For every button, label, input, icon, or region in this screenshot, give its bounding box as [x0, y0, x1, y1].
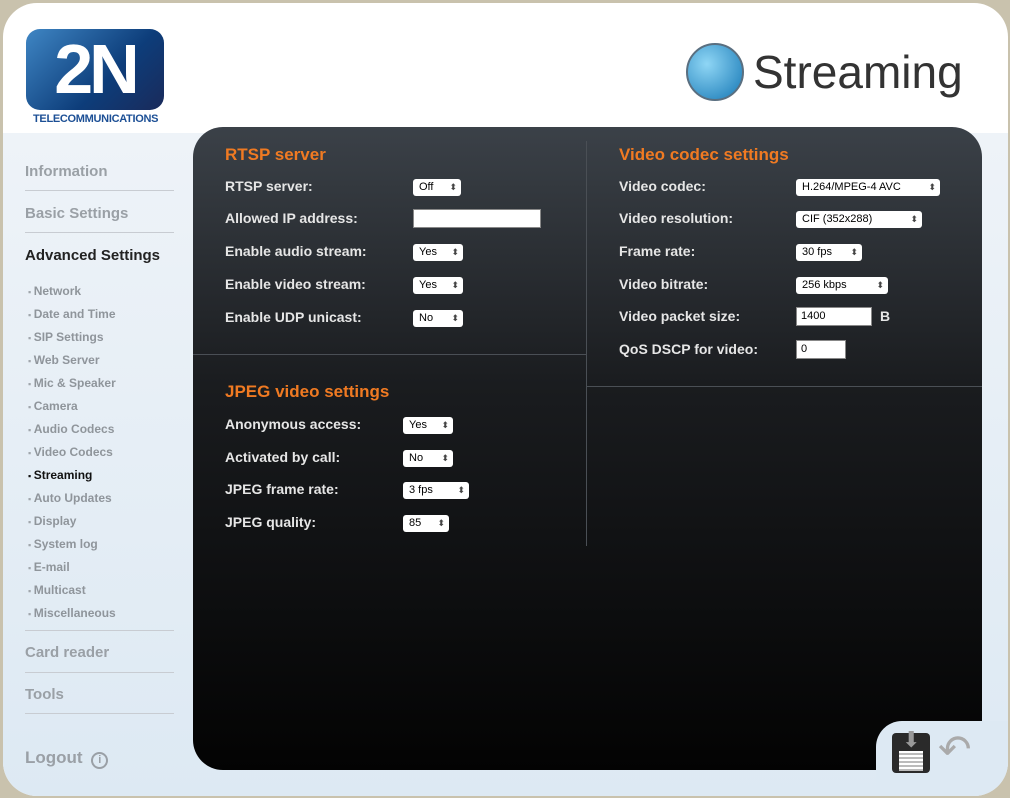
field-label: Enable UDP unicast: — [225, 309, 362, 325]
packet-size-input[interactable]: 1400 — [796, 307, 872, 326]
logout-label: Logout — [25, 748, 83, 767]
select-4[interactable]: No — [413, 310, 463, 327]
app-window: 2N TELECOMMUNICATIONS Streaming Informat… — [3, 3, 1008, 796]
sidebar-item-information[interactable]: Information — [25, 163, 108, 180]
field-label: Enable audio stream: — [225, 243, 367, 259]
sidebar-subitem-web-server[interactable]: Web Server — [28, 353, 100, 367]
sidebar-subitem-system-log[interactable]: System log — [28, 537, 98, 551]
sidebar-subitem-sip-settings[interactable]: SIP Settings — [28, 330, 104, 344]
field-label: JPEG frame rate: — [225, 481, 339, 497]
sidebar-subitem-network[interactable]: Network — [28, 284, 81, 298]
field-label: Activated by call: — [225, 449, 341, 465]
field-label: Enable video stream: — [225, 276, 366, 292]
jpeg-select-1[interactable]: No — [403, 450, 453, 467]
codec-select-0[interactable]: H.264/MPEG-4 AVC — [796, 179, 940, 196]
field-label: QoS DSCP for video: — [619, 341, 758, 357]
column-divider — [586, 141, 587, 546]
jpeg-select-0[interactable]: Yes — [403, 417, 453, 434]
select-0[interactable]: Off — [413, 179, 461, 196]
sidebar-subitem-date-and-time[interactable]: Date and Time — [28, 307, 116, 321]
divider — [25, 232, 174, 233]
divider — [25, 713, 174, 714]
select-2[interactable]: Yes — [413, 244, 463, 261]
qos-dscp-input[interactable]: 0 — [796, 340, 846, 359]
field-label: Video packet size: — [619, 308, 741, 324]
save-button[interactable]: ⬇ — [892, 727, 930, 773]
field-label: Video resolution: — [619, 210, 734, 226]
field-label: JPEG quality: — [225, 514, 317, 530]
jpeg-select-2[interactable]: 3 fps — [403, 482, 469, 499]
logo-subtitle: TELECOMMUNICATIONS — [33, 113, 159, 125]
sidebar-subitem-multicast[interactable]: Multicast — [28, 583, 86, 597]
logout-button[interactable]: Logout i — [25, 748, 109, 769]
unit-label: B — [880, 308, 891, 324]
sidebar-subitem-e-mail[interactable]: E-mail — [28, 560, 70, 574]
codec-select-1[interactable]: CIF (352x288) — [796, 211, 922, 228]
field-label: Video codec: — [619, 178, 706, 194]
codec-select-3[interactable]: 256 kbps — [796, 277, 888, 294]
sidebar-subitem-streaming[interactable]: Streaming — [28, 468, 93, 482]
sidebar-item-basic-settings[interactable]: Basic Settings — [25, 205, 129, 222]
back-arrow-icon[interactable]: ↶ — [938, 728, 972, 772]
field-label: Allowed IP address: — [225, 210, 358, 226]
power-icon: i — [91, 752, 109, 769]
section-title-rtsp: RTSP server — [225, 145, 326, 164]
section-divider — [586, 386, 982, 387]
allowed-ip-input[interactable] — [413, 209, 541, 228]
sidebar-subitem-miscellaneous[interactable]: Miscellaneous — [28, 606, 116, 620]
field-label: RTSP server: — [225, 178, 313, 194]
sidebar-subitem-video-codecs[interactable]: Video Codecs — [28, 445, 113, 459]
jpeg-select-3[interactable]: 85 — [403, 515, 449, 532]
action-bar: ⬇ ↶ — [876, 721, 1008, 796]
sidebar-subitem-display[interactable]: Display — [28, 514, 77, 528]
field-label: Video bitrate: — [619, 276, 709, 292]
sidebar-subitem-mic-speaker[interactable]: Mic & Speaker — [28, 376, 116, 390]
sidebar-item-advanced-settings[interactable]: Advanced Settings — [25, 247, 161, 264]
sidebar-item-tools[interactable]: Tools — [25, 686, 64, 703]
logo: 2N — [26, 29, 164, 110]
divider — [25, 630, 174, 631]
divider — [25, 190, 174, 191]
divider — [25, 672, 174, 673]
codec-select-2[interactable]: 30 fps — [796, 244, 862, 261]
sidebar-subitem-audio-codecs[interactable]: Audio Codecs — [28, 422, 115, 436]
section-divider — [193, 354, 586, 355]
streaming-globe-icon — [686, 43, 744, 101]
field-label: Anonymous access: — [225, 416, 362, 432]
field-label: Frame rate: — [619, 243, 696, 259]
section-title-jpeg: JPEG video settings — [225, 382, 390, 401]
sidebar-subitem-auto-updates[interactable]: Auto Updates — [28, 491, 112, 505]
section-title-video-codec: Video codec settings — [619, 145, 789, 164]
select-3[interactable]: Yes — [413, 277, 463, 294]
page-title: Streaming — [753, 46, 963, 98]
sidebar-item-card-reader[interactable]: Card reader — [25, 644, 110, 661]
sidebar-subitem-camera[interactable]: Camera — [28, 399, 78, 413]
